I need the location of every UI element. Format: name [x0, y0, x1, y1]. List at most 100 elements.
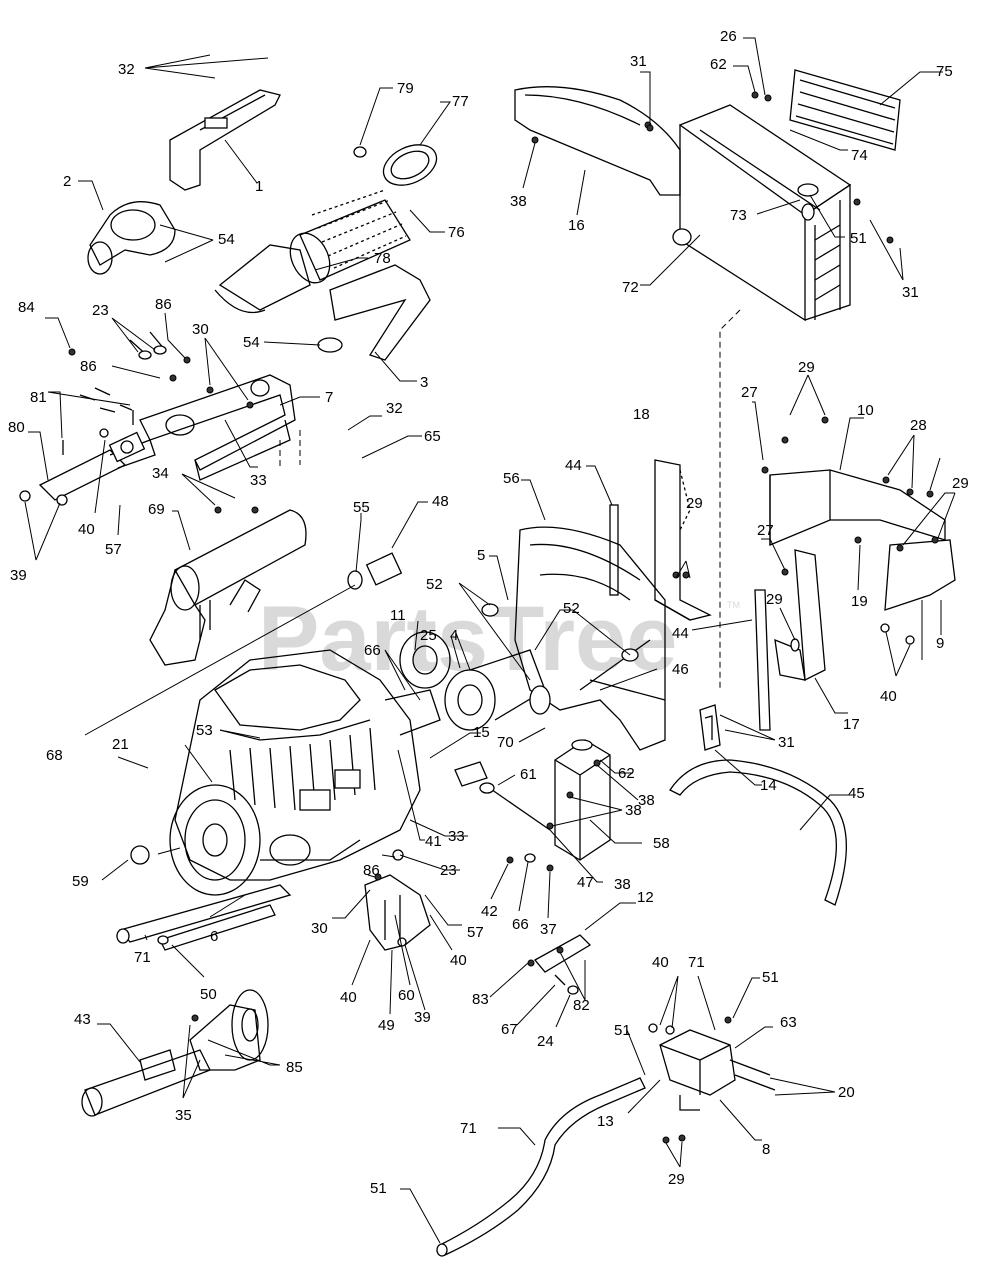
callout-29e: 29 — [668, 1171, 685, 1188]
callout-40c: 40 — [450, 952, 467, 969]
callout-51b: 51 — [614, 1022, 631, 1039]
callout-49: 49 — [378, 1017, 395, 1034]
callout-66a: 66 — [364, 642, 381, 659]
callout-29c: 29 — [686, 495, 703, 512]
parts-8-13-20 — [648, 1016, 776, 1144]
callout-62a: 62 — [710, 56, 727, 73]
callout-11: 11 — [390, 607, 406, 624]
callout-40e: 40 — [880, 688, 897, 705]
callout-15: 15 — [473, 724, 490, 741]
callout-10: 10 — [857, 402, 874, 419]
callout-37: 37 — [540, 921, 557, 938]
callout-74: 74 — [851, 147, 868, 164]
callout-23: 23 — [92, 302, 109, 319]
callout-33b: 33 — [448, 828, 465, 845]
callout-79: 79 — [397, 80, 414, 97]
callout-1: 1 — [255, 178, 263, 195]
callout-48: 48 — [432, 493, 449, 510]
callout-40a: 40 — [78, 521, 95, 538]
callout-52b: 52 — [563, 600, 580, 617]
callout-71c: 71 — [460, 1120, 477, 1137]
callout-29b: 29 — [952, 475, 969, 492]
callout-82: 82 — [573, 997, 590, 1014]
callout-33a: 33 — [250, 472, 267, 489]
callout-31c: 31 — [778, 734, 795, 751]
callout-58: 58 — [653, 835, 670, 852]
callout-38b: 38 — [625, 802, 642, 819]
callout-31b: 31 — [902, 284, 919, 301]
parts-14-45 — [669, 704, 848, 906]
watermark: PartsTree — [258, 588, 677, 690]
callout-51c: 51 — [850, 230, 867, 247]
part-7-bracket — [38, 374, 301, 501]
callout-78: 78 — [374, 250, 391, 267]
callout-25: 25 — [420, 627, 437, 644]
callout-17: 17 — [843, 716, 860, 733]
callout-9: 9 — [936, 635, 944, 652]
callout-39a: 39 — [10, 567, 27, 584]
callout-67: 67 — [501, 1021, 518, 1038]
callout-41: 41 — [425, 833, 442, 850]
callout-34: 34 — [152, 465, 169, 482]
part-69-muffler — [149, 506, 307, 666]
callout-72: 72 — [622, 279, 639, 296]
callout-14: 14 — [760, 777, 777, 794]
callout-6: 6 — [210, 928, 218, 945]
callout-24: 24 — [537, 1033, 554, 1050]
callout-35: 35 — [175, 1107, 192, 1124]
part-48-55 — [84, 552, 403, 736]
callout-20: 20 — [838, 1084, 855, 1101]
callout-71b: 71 — [688, 954, 705, 971]
leader-lines — [24, 37, 956, 1244]
callout-23b: 23 — [440, 862, 457, 879]
callout-68: 68 — [46, 747, 63, 764]
callout-2: 2 — [63, 173, 71, 190]
callout-3: 3 — [420, 374, 428, 391]
callout-86a: 86 — [155, 296, 172, 313]
callout-19: 19 — [851, 593, 868, 610]
callout-77: 77 — [452, 93, 469, 110]
callout-31a: 31 — [630, 53, 647, 70]
callout-86b: 86 — [80, 358, 97, 375]
callout-21: 21 — [112, 736, 129, 753]
callout-81: 81 — [30, 389, 47, 406]
air-cleaner-assembly — [214, 144, 438, 314]
callout-5: 5 — [477, 547, 485, 564]
part-3-hose — [317, 264, 431, 361]
callout-27b: 27 — [757, 522, 774, 539]
callout-62b: 62 — [618, 765, 635, 782]
callout-76: 76 — [448, 224, 465, 241]
callout-53: 53 — [196, 722, 213, 739]
parts-6-50-71 — [116, 845, 292, 951]
callout-38d: 38 — [510, 193, 527, 210]
callout-54: 54 — [218, 231, 235, 248]
callout-65: 65 — [424, 428, 441, 445]
callout-labels: 32 1 2 54 79 77 76 78 54 3 84 23 86 86 3… — [8, 28, 969, 1197]
part-2-elbow — [87, 201, 176, 275]
callout-26: 26 — [720, 28, 737, 45]
callout-44a: 44 — [565, 457, 582, 474]
callout-61: 61 — [520, 766, 537, 783]
callout-50: 50 — [200, 986, 217, 1003]
callout-39b: 39 — [414, 1009, 431, 1026]
callout-45: 45 — [848, 785, 865, 802]
callout-85: 85 — [286, 1059, 303, 1076]
callout-12: 12 — [637, 889, 654, 906]
part-16-shroud — [514, 86, 681, 196]
callout-73: 73 — [730, 207, 747, 224]
callout-29d: 29 — [766, 591, 783, 608]
callout-66b: 66 — [512, 916, 529, 933]
callout-28: 28 — [910, 417, 927, 434]
callout-13: 13 — [597, 1113, 614, 1130]
callout-80: 80 — [8, 419, 25, 436]
callout-18: 18 — [633, 406, 650, 423]
callout-40d: 40 — [652, 954, 669, 971]
callout-46: 46 — [672, 661, 689, 678]
callout-60: 60 — [398, 987, 415, 1004]
callout-70: 70 — [497, 734, 514, 751]
callout-51a: 51 — [762, 969, 779, 986]
part-1-bracket — [169, 89, 281, 191]
callout-42: 42 — [481, 903, 498, 920]
callout-52a: 52 — [426, 576, 443, 593]
callout-38a: 38 — [638, 792, 655, 809]
